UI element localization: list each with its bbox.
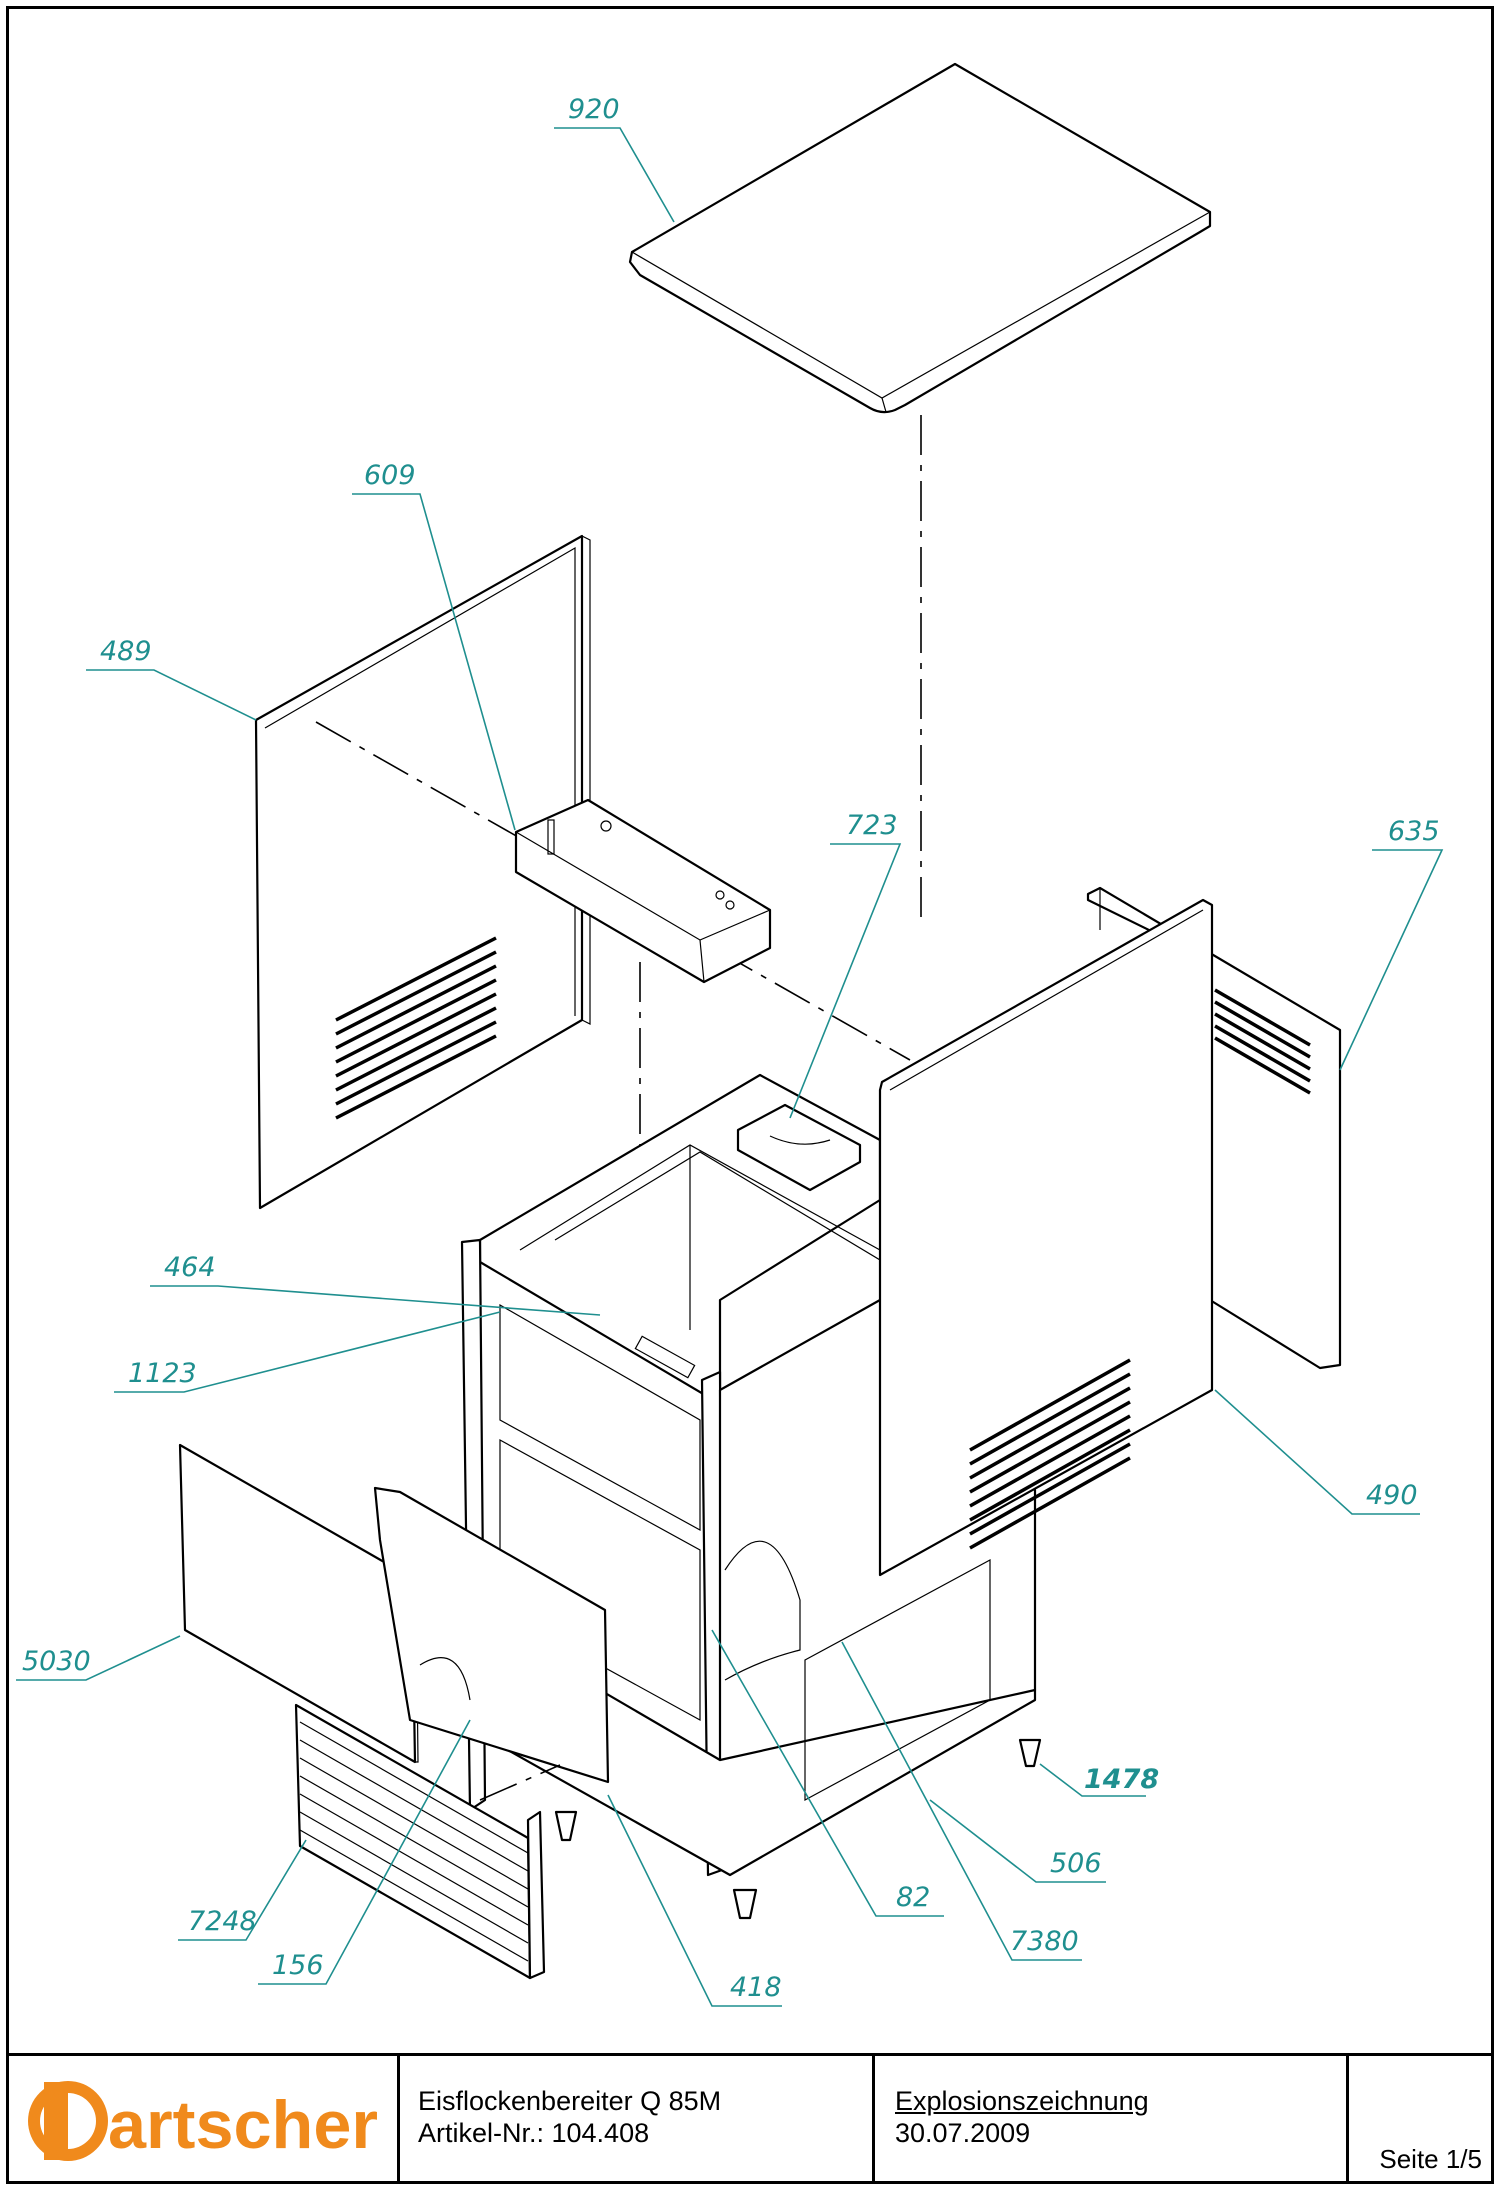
callout-label-464: 464 — [164, 1252, 216, 1283]
part-feet — [554, 1738, 1042, 1920]
callout-label-82: 82 — [896, 1882, 930, 1913]
callout-418[interactable]: 418 — [607, 1794, 782, 2007]
svg-text:artscher: artscher — [108, 2087, 378, 2163]
drawing-date: 30.07.2009 — [895, 2118, 1031, 2148]
callout-489[interactable]: 489 — [86, 636, 257, 721]
part-rear-panel — [1086, 886, 1342, 1370]
callout-label-418: 418 — [730, 1972, 782, 2003]
callout-label-1123: 1123 — [128, 1358, 197, 1389]
title-block-product-cell: Eisflockenbereiter Q 85M Artikel-Nr.: 10… — [400, 2056, 875, 2184]
callout-635[interactable]: 635 — [1339, 816, 1444, 1071]
right-panel-vent — [969, 1358, 1131, 1550]
part-electrical-box — [514, 798, 772, 984]
callout-label-489: 489 — [100, 636, 152, 667]
callout-label-5030: 5030 — [22, 1646, 91, 1677]
axis-line-chute — [479, 1764, 561, 1801]
callout-label-490: 490 — [1366, 1480, 1418, 1511]
title-block-drawing-cell: Explosionszeichnung 30.07.2009 — [875, 2056, 1349, 2184]
part-top-cover — [628, 62, 1212, 414]
callout-label-723: 723 — [846, 810, 898, 841]
drawing-type: Explosionszeichnung — [895, 2086, 1149, 2116]
callout-7380[interactable]: 7380 — [841, 1641, 1082, 1961]
page-number: Seite 1/5 — [1379, 2144, 1482, 2174]
title-block: artscher Eisflockenbereiter Q 85M Artike… — [6, 2053, 1494, 2184]
callout-7248[interactable]: 7248 — [178, 1839, 307, 1941]
title-block-page-cell: Seite 1/5 — [1349, 2056, 1494, 2184]
product-name: Eisflockenbereiter Q 85M — [418, 2086, 722, 2116]
callout-label-7248: 7248 — [188, 1906, 257, 1937]
callout-723[interactable]: 723 — [789, 810, 902, 1119]
left-panel-vent — [335, 936, 497, 1120]
callout-5030[interactable]: 5030 — [16, 1635, 181, 1681]
callout-label-920: 920 — [568, 94, 620, 125]
callout-1123[interactable]: 1123 — [114, 1311, 501, 1393]
callout-464[interactable]: 464 — [150, 1252, 601, 1316]
callout-506[interactable]: 506 — [929, 1799, 1106, 1883]
part-right-side-panel — [878, 898, 1214, 1577]
rear-panel-vent — [1214, 988, 1311, 1095]
callout-label-156: 156 — [272, 1950, 324, 1981]
callout-label-609: 609 — [364, 460, 416, 491]
callout-609[interactable]: 609 — [352, 460, 516, 831]
callout-label-506: 506 — [1050, 1848, 1102, 1879]
article-number: Artikel-Nr.: 104.408 — [418, 2118, 650, 2148]
callout-label-1478: 1478 — [1084, 1764, 1159, 1795]
part-evaporator-top — [736, 1103, 862, 1192]
part-bin-chute — [373, 1486, 610, 1784]
callout-label-635: 635 — [1388, 816, 1440, 847]
callout-82[interactable]: 82 — [711, 1629, 944, 1917]
part-left-side-panel — [254, 534, 591, 1210]
callout-label-7380: 7380 — [1010, 1926, 1079, 1957]
title-block-logo-cell: artscher — [6, 2056, 400, 2184]
callout-490[interactable]: 490 — [1214, 1389, 1420, 1515]
bartscher-logo: artscher — [28, 2081, 378, 2163]
callout-1478[interactable]: 1478 — [1039, 1763, 1159, 1797]
callout-156[interactable]: 156 — [258, 1719, 471, 1985]
callout-920[interactable]: 920 — [554, 94, 675, 223]
drawing-frame — [6, 6, 1494, 2184]
part-front-grille — [294, 1703, 546, 1980]
exploded-view-drawing: 920 609 489 723 635 464 1123 490 — [16, 62, 1444, 2007]
